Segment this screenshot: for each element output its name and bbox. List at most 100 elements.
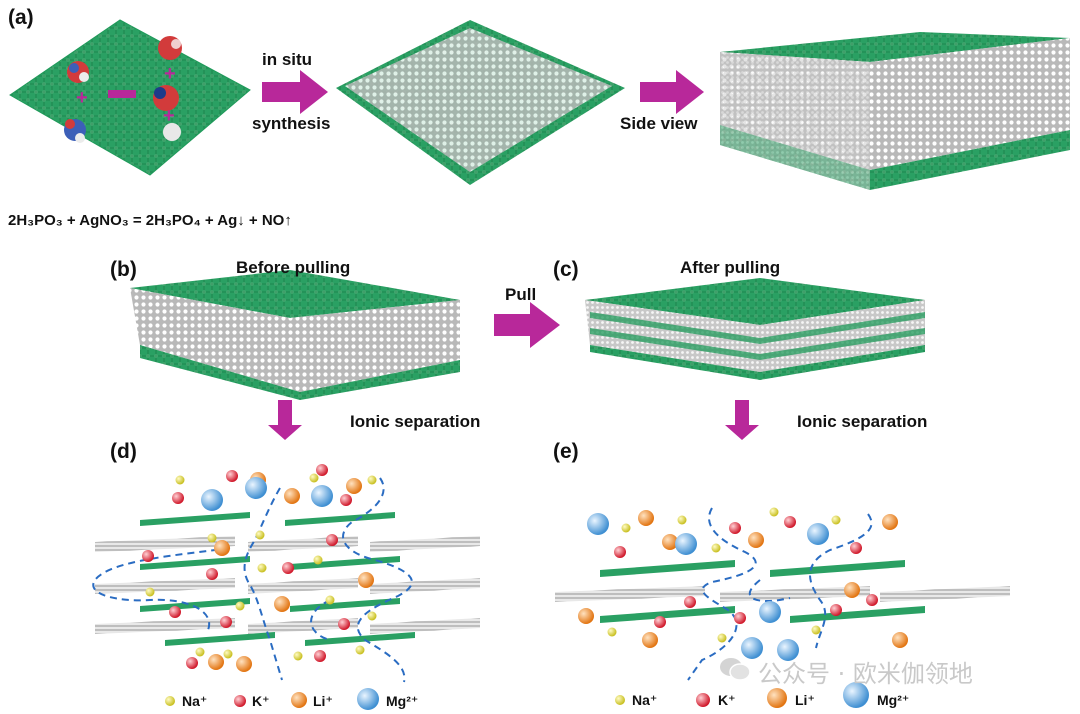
d-na-ion [195, 647, 205, 657]
caption-pull: Pull [505, 285, 537, 304]
down-arrow-left [268, 400, 302, 440]
d-na-ion [145, 587, 155, 597]
legend-d-k: K⁺ [252, 693, 270, 709]
caption-after-pulling: After pulling [680, 258, 781, 277]
legend-d-mg: Mg²⁺ [386, 693, 419, 709]
legend-d-markers [165, 688, 379, 710]
d-k-ion [340, 494, 352, 506]
caption-before-pulling: Before pulling [236, 258, 351, 277]
e-li-ion [642, 632, 658, 648]
d-k-ion [314, 650, 326, 662]
d-li-ion [284, 488, 300, 504]
d-na-ion [355, 645, 365, 655]
d-na-ion [235, 601, 245, 611]
e-li-ion [578, 608, 594, 624]
d-k-ion [316, 464, 328, 476]
d-li-ion [274, 596, 290, 612]
e-li-ion [882, 514, 898, 530]
legend-e-li: Li⁺ [795, 692, 815, 708]
caption-ionic-separation-right: Ionic separation [797, 412, 928, 431]
d-na-ion [367, 611, 377, 621]
caption-in-situ: in situ [262, 50, 313, 69]
d-k-ion [186, 657, 198, 669]
d-li-ion [358, 572, 374, 588]
legend-e-markers [615, 682, 869, 708]
svg-text:+: + [164, 63, 176, 85]
e-k-ion [729, 522, 741, 534]
e-mg-ion [759, 601, 781, 623]
e-mg-ion [777, 639, 799, 661]
e-na-ion [811, 625, 821, 635]
d-li-ion [214, 540, 230, 556]
e-mg-ion [741, 637, 763, 659]
d-na-ion [367, 475, 377, 485]
watermark-text: 公众号 · 欧米伽领地 [758, 660, 973, 688]
e-na-ion [711, 543, 721, 553]
membrane-layers-e [555, 560, 1010, 623]
d-k-ion [172, 492, 184, 504]
stack-after-pulling [585, 278, 925, 380]
d-mg-ion [201, 489, 223, 511]
e-k-ion [850, 542, 862, 554]
legend-e-na: Na⁺ [632, 692, 658, 708]
panel-label-c: (c) [553, 258, 579, 281]
caption-synthesis: synthesis [252, 114, 331, 133]
d-k-ion [169, 606, 181, 618]
side-view-arrow [640, 70, 704, 114]
e-na-ion [831, 515, 841, 525]
e-mg-ion [587, 513, 609, 535]
ions-cloud-e [578, 507, 908, 661]
d-na-ion [293, 651, 303, 661]
ions-cloud-d [142, 464, 377, 672]
e-li-ion [638, 510, 654, 526]
e-k-ion [830, 604, 842, 616]
d-na-ion [255, 530, 265, 540]
d-k-ion [206, 568, 218, 580]
d-na-ion [313, 555, 323, 565]
panel-label-e: (e) [553, 440, 579, 463]
d-na-ion [223, 649, 233, 659]
d-na-ion [257, 563, 267, 573]
d-k-ion [338, 618, 350, 630]
graphene-with-silver [336, 20, 625, 185]
pull-arrow [494, 302, 560, 348]
e-k-ion [654, 616, 666, 628]
d-mg-ion [311, 485, 333, 507]
stack-before-pulling [130, 270, 460, 400]
d-k-ion [142, 550, 154, 562]
d-k-ion [226, 470, 238, 482]
down-arrow-right [725, 400, 759, 440]
d-na-ion [325, 595, 335, 605]
e-k-ion [866, 594, 878, 606]
d-li-ion [346, 478, 362, 494]
e-na-ion [717, 633, 727, 643]
panel-label-b: (b) [110, 258, 137, 281]
e-na-ion [607, 627, 617, 637]
d-li-ion [208, 654, 224, 670]
ion-pathways-e [687, 507, 873, 681]
e-mg-ion [807, 523, 829, 545]
d-na-ion [207, 533, 217, 543]
e-na-ion [769, 507, 779, 517]
synthesis-arrow [262, 70, 328, 114]
d-k-ion [326, 534, 338, 546]
legend-e-mg: Mg²⁺ [877, 692, 910, 708]
e-li-ion [844, 582, 860, 598]
d-mg-ion [245, 477, 267, 499]
d-k-ion [282, 562, 294, 574]
d-k-ion [220, 616, 232, 628]
wechat-icon [720, 658, 751, 681]
d-li-ion [236, 656, 252, 672]
membrane-layers-d [95, 512, 480, 646]
e-na-ion [677, 515, 687, 525]
e-li-ion [748, 532, 764, 548]
layered-stack-side-view [720, 32, 1070, 190]
e-na-ion [621, 523, 631, 533]
legend-d-li: Li⁺ [313, 693, 333, 709]
caption-ionic-separation-left: Ionic separation [350, 412, 481, 431]
caption-side-view: Side view [620, 114, 698, 133]
reactant-molecules: + + + [64, 36, 182, 143]
d-na-ion [309, 473, 319, 483]
e-mg-ion [675, 533, 697, 555]
